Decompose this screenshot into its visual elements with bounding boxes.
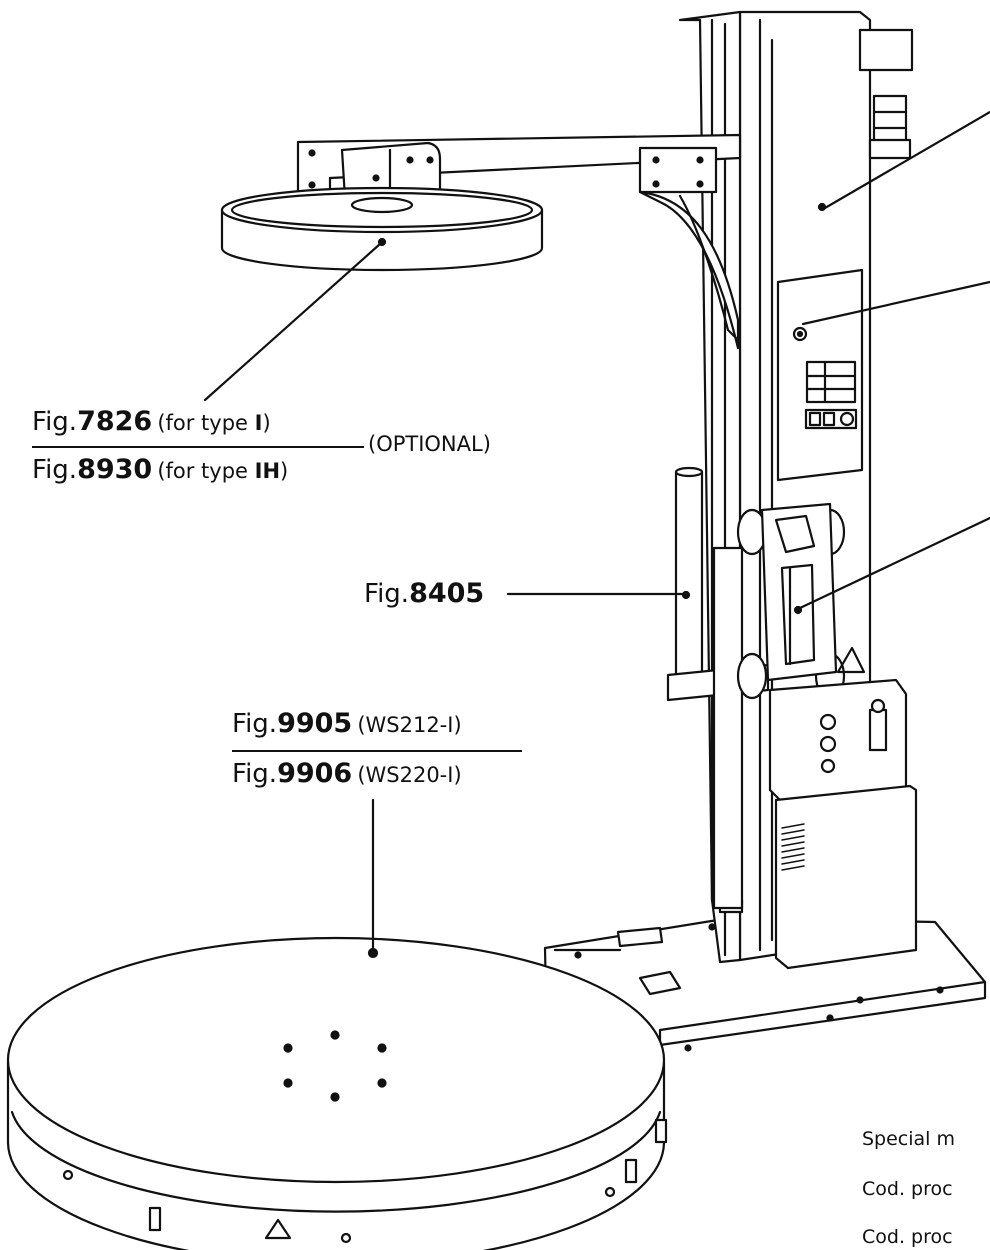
fig-number: 8405 [409, 578, 485, 609]
callout-fig-9906: Fig.9906 (WS220-I) [232, 760, 462, 787]
fig-number: 7826 [77, 406, 153, 437]
fig-prefix: Fig. [32, 455, 78, 485]
product-code-2: Cod. proc [862, 1226, 953, 1248]
fig-number: 9905 [277, 708, 353, 739]
callout-fig-8930: Fig.8930 (for type IH) [32, 456, 288, 483]
leader-lines [203, 110, 990, 955]
film-carriage [736, 502, 866, 700]
arm [296, 133, 742, 350]
fraction-rule-table [232, 750, 522, 752]
fig-prefix: Fig. [232, 709, 278, 739]
fig-qualifier: (for type I) [157, 411, 271, 435]
fig-prefix: Fig. [364, 579, 410, 609]
product-code-1: Cod. proc [862, 1178, 953, 1200]
optional-label: (OPTIONAL) [368, 432, 491, 456]
turntable [6, 936, 668, 1250]
fraction-rule-arm [32, 446, 364, 448]
fig-qualifier: (WS212-I) [357, 713, 462, 737]
fig-qualifier: (for type IH) [157, 459, 289, 483]
callout-fig-9905: Fig.9905 (WS212-I) [232, 710, 462, 737]
fig-prefix: Fig. [32, 407, 78, 437]
special-note: Special m [862, 1128, 956, 1150]
fig-prefix: Fig. [232, 759, 278, 789]
top-press-disc [220, 186, 544, 272]
fig-qualifier: (WS220-I) [357, 763, 462, 787]
control-panel [776, 268, 864, 482]
fig-number: 9906 [277, 758, 353, 789]
fig-number: 8930 [77, 454, 153, 485]
callout-fig-7826: Fig.7826 (for type I) [32, 408, 271, 435]
callout-fig-8405: Fig.8405 [364, 580, 484, 607]
electrical-cabinet [768, 678, 918, 970]
top-motor [858, 28, 914, 160]
